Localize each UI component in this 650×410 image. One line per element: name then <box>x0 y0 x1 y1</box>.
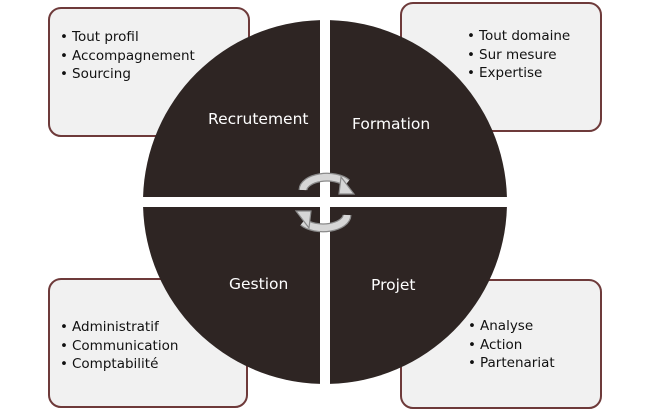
list-item: Sur mesure <box>467 46 600 65</box>
list-item: Administratif <box>60 318 246 337</box>
list-item: Action <box>468 336 600 355</box>
list-item: Communication <box>60 337 246 356</box>
list-item: Tout domaine <box>467 27 600 46</box>
label-gestion: Gestion <box>229 275 289 293</box>
list-item: Comptabilité <box>60 355 246 374</box>
list-item: Partenariat <box>468 354 600 373</box>
list-item: Expertise <box>467 64 600 83</box>
label-projet: Projet <box>371 276 416 294</box>
cycle-arrows-icon <box>294 172 356 233</box>
label-recrutement: Recrutement <box>208 110 309 128</box>
label-formation: Formation <box>352 115 431 133</box>
list-item: Accompagnement <box>60 47 248 66</box>
quadrant-gestion <box>143 207 320 384</box>
quadrant-recrutement <box>143 20 320 197</box>
quadrant-projet <box>330 207 507 384</box>
list-item: Tout profil <box>60 28 248 47</box>
list-item: Analyse <box>468 317 600 336</box>
quadrant-formation <box>330 20 507 197</box>
list-item: Sourcing <box>60 65 248 84</box>
